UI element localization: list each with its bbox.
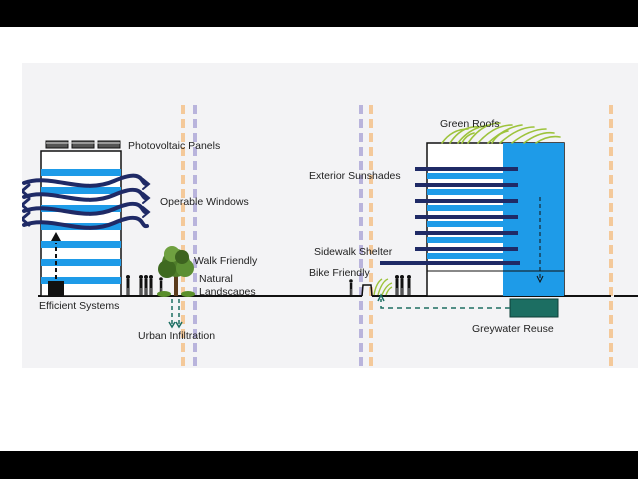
photovoltaic-panels: [45, 140, 121, 149]
label-operable-windows: Operable Windows: [160, 196, 249, 208]
mechanical-unit: [48, 281, 64, 296]
label-natural-landscapes-line1: Natural: [199, 273, 233, 285]
label-sidewalk-shelter: Sidewalk Shelter: [314, 246, 393, 258]
greywater-tank: [509, 298, 559, 318]
diagram-panel: [22, 63, 638, 368]
label-efficient-systems: Efficient Systems: [39, 300, 120, 312]
zone-markers: [181, 105, 613, 368]
label-bike-friendly: Bike Friendly: [309, 267, 370, 279]
label-urban-infiltration: Urban Infiltration: [138, 330, 216, 342]
up-arrow-icon: [51, 232, 61, 241]
down-arrow-icon: [536, 275, 544, 284]
label-photovoltaic-panels: Photovoltaic Panels: [128, 140, 221, 152]
sidewalk-shelter: [380, 261, 520, 265]
label-exterior-sunshades: Exterior Sunshades: [309, 170, 401, 182]
infiltration-arrows: [168, 299, 183, 329]
pedestrians-left: [126, 275, 163, 295]
label-natural-landscapes-line2: Landscapes: [199, 286, 256, 298]
label-greywater-reuse: Greywater Reuse: [472, 323, 554, 335]
label-green-roofs: Green Roofs: [440, 118, 500, 130]
label-walk-friendly: Walk Friendly: [194, 255, 258, 267]
planting-right: [373, 278, 393, 296]
slide: Photovoltaic Panels Operable Windows Eff…: [0, 27, 638, 451]
up-arrow-icon: [377, 293, 385, 302]
airflow-arrows: [22, 173, 151, 230]
sustainability-diagram: [22, 105, 638, 368]
tree-icon: [158, 246, 194, 296]
right-building: [426, 142, 565, 297]
greywater-system: [377, 293, 559, 318]
green-roof-grass: [441, 122, 561, 144]
shrubs-left: [157, 291, 195, 297]
pedestrians-right: [349, 275, 411, 295]
exterior-sunshades: [415, 167, 518, 251]
